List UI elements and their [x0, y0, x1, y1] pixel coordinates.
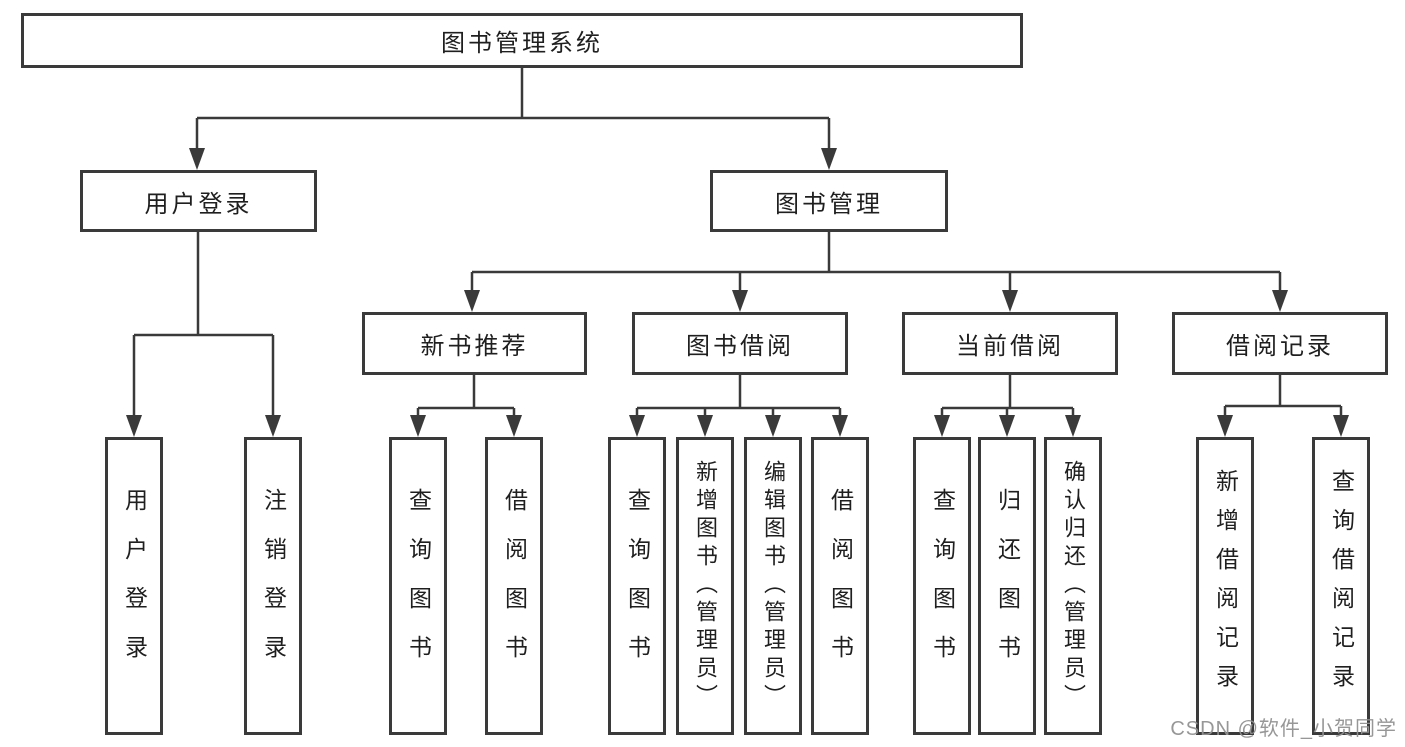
node-label: 用户登录 [121, 488, 148, 684]
leaf-borrow-books: 借阅图书 [811, 437, 869, 735]
node-label: 新书推荐 [420, 333, 529, 360]
node-current-borrowing: 当前借阅 [902, 312, 1118, 375]
node-label: 用户登录 [144, 190, 253, 218]
node-label: 查询图书 [929, 488, 956, 684]
node-label: 借阅记录 [1226, 333, 1334, 360]
leaf-confirm-return-admin: 确认归还（管理员） [1044, 437, 1102, 735]
node-label: 借阅图书 [827, 488, 854, 684]
connector-borrow-records [1217, 375, 1349, 437]
leaf-user-login: 用户登录 [105, 437, 163, 735]
connector-book-borrow [629, 375, 848, 437]
node-user-login: 用户登录 [80, 170, 317, 232]
node-label: 注销登录 [260, 488, 287, 684]
leaf-return-books: 归还图书 [978, 437, 1036, 735]
node-book-borrowing: 图书借阅 [632, 312, 848, 375]
connector-root [189, 68, 837, 170]
leaf-query-books: 查询图书 [608, 437, 666, 735]
node-label: 查询图书 [405, 488, 432, 684]
connector-new-book-rec [410, 375, 522, 437]
node-label: 图书管理 [775, 190, 883, 218]
connector-current-borrow [934, 375, 1081, 437]
node-new-book-recommendation: 新书推荐 [362, 312, 587, 375]
leaf-query-books: 查询图书 [389, 437, 447, 735]
watermark: CSDN @软件_小贺同学 [1170, 718, 1397, 740]
leaf-logout: 注销登录 [244, 437, 302, 735]
connector-book-mgmt [464, 232, 1288, 312]
node-label: 编辑图书（管理员） [761, 460, 786, 712]
leaf-query-borrowing-record: 查询借阅记录 [1312, 437, 1370, 735]
node-label: 图书管理系统 [441, 30, 603, 57]
node-library-management-system: 图书管理系统 [21, 13, 1023, 68]
connector-user-login [126, 232, 281, 437]
node-label: 确认归还（管理员） [1061, 460, 1086, 712]
node-label: 查询借阅记录 [1328, 469, 1355, 703]
node-label: 归还图书 [994, 488, 1021, 684]
leaf-query-books: 查询图书 [913, 437, 971, 735]
node-book-management: 图书管理 [710, 170, 948, 232]
leaf-add-books-admin: 新增图书（管理员） [676, 437, 734, 735]
node-label: 新增图书（管理员） [693, 460, 718, 712]
node-label: 当前借阅 [956, 333, 1064, 360]
node-label: 图书借阅 [686, 333, 794, 360]
leaf-edit-books-admin: 编辑图书（管理员） [744, 437, 802, 735]
node-label: 新增借阅记录 [1212, 469, 1239, 703]
leaf-add-borrowing-record: 新增借阅记录 [1196, 437, 1254, 735]
node-label: 查询图书 [624, 488, 651, 684]
node-label: 借阅图书 [501, 488, 528, 684]
leaf-borrow-books: 借阅图书 [485, 437, 543, 735]
node-borrowing-records: 借阅记录 [1172, 312, 1388, 375]
